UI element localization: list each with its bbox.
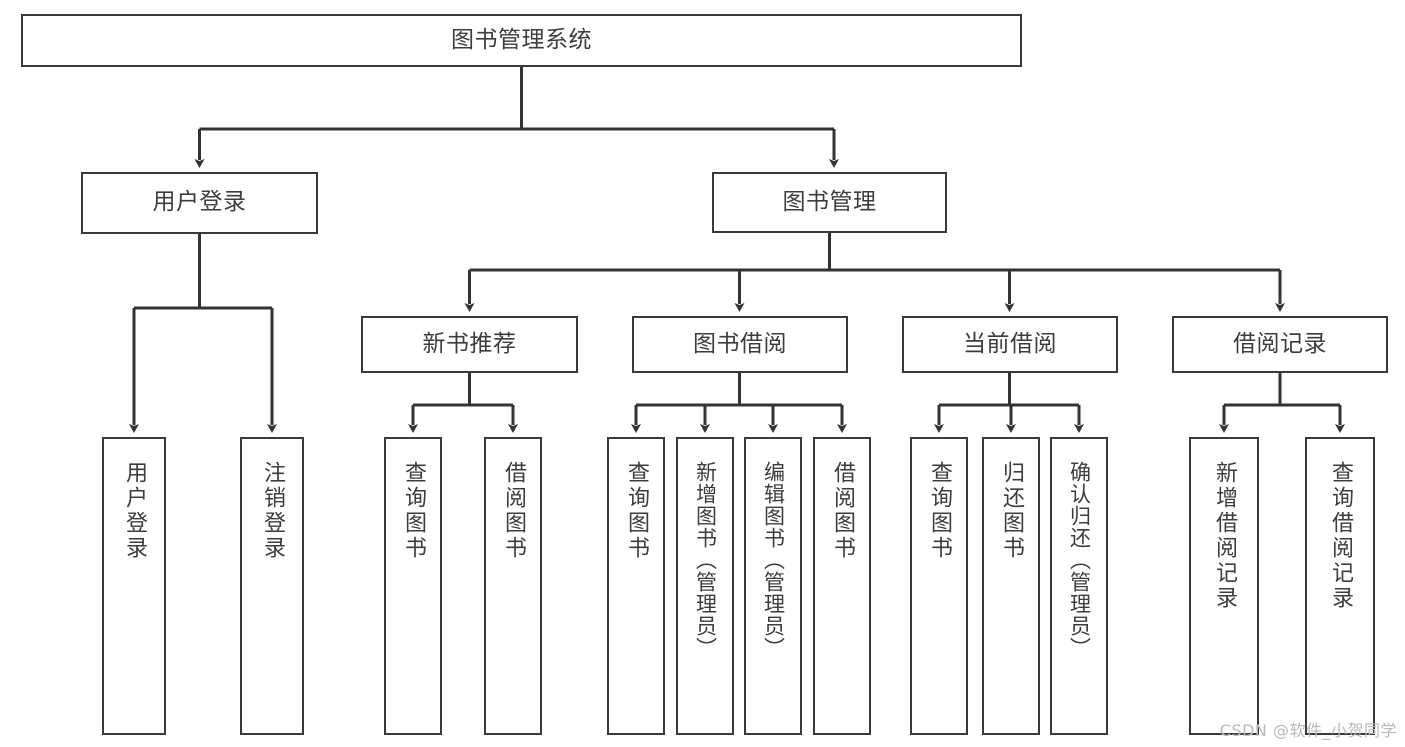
node-label: 借阅记录	[1233, 330, 1327, 357]
node-label: 新增借阅记录	[1212, 461, 1237, 611]
leaf-query-borrow-record[interactable]: 查询借阅记录	[1305, 437, 1375, 735]
node-label: 图书管理	[782, 188, 877, 215]
node-label: 当前借阅	[963, 330, 1057, 357]
node-label: 查询图书	[624, 461, 649, 561]
leaf-query-book-borrow[interactable]: 查询图书	[607, 437, 665, 735]
leaf-return-book[interactable]: 归还图书	[982, 437, 1040, 735]
node-label: 用户登录	[152, 189, 247, 216]
leaf-edit-book-admin[interactable]: 编辑图书（管理员）	[744, 437, 802, 735]
node-book-borrow[interactable]: 图书借阅	[632, 316, 848, 373]
node-label: 用户登录	[122, 461, 147, 561]
node-label: 借阅图书	[501, 461, 526, 561]
node-label: 归还图书	[999, 461, 1024, 561]
node-label: 确认归还（管理员）	[1067, 461, 1092, 659]
leaf-borrow-book[interactable]: 借阅图书	[813, 437, 871, 735]
leaf-user-logout[interactable]: 注销登录	[240, 437, 304, 735]
node-new-book-recommend[interactable]: 新书推荐	[361, 316, 578, 373]
node-label: 编辑图书（管理员）	[761, 461, 786, 659]
leaf-confirm-return-admin[interactable]: 确认归还（管理员）	[1050, 437, 1108, 735]
node-label: 图书借阅	[693, 330, 787, 357]
node-book-management[interactable]: 图书管理	[712, 172, 947, 233]
node-label: 图书管理系统	[451, 26, 592, 53]
leaf-borrow-book-recommend[interactable]: 借阅图书	[484, 437, 542, 735]
leaf-query-book-current[interactable]: 查询图书	[910, 437, 968, 735]
node-current-borrow[interactable]: 当前借阅	[902, 316, 1118, 373]
node-label: 新书推荐	[422, 330, 517, 357]
node-borrow-record[interactable]: 借阅记录	[1172, 316, 1388, 373]
leaf-user-login[interactable]: 用户登录	[102, 437, 166, 735]
leaf-add-borrow-record[interactable]: 新增借阅记录	[1189, 437, 1259, 735]
node-label: 查询图书	[927, 461, 952, 561]
leaf-add-book-admin[interactable]: 新增图书（管理员）	[676, 437, 734, 735]
node-label: 查询图书	[401, 461, 426, 561]
node-label: 借阅图书	[830, 461, 855, 561]
node-label: 注销登录	[260, 461, 285, 561]
leaf-query-book-recommend[interactable]: 查询图书	[384, 437, 442, 735]
node-label: 查询借阅记录	[1328, 461, 1353, 611]
node-user-login[interactable]: 用户登录	[81, 172, 318, 234]
node-root-system[interactable]: 图书管理系统	[21, 14, 1022, 67]
watermark-text: CSDN @软件_小贺同学	[1219, 721, 1397, 740]
node-label: 新增图书（管理员）	[693, 461, 718, 659]
